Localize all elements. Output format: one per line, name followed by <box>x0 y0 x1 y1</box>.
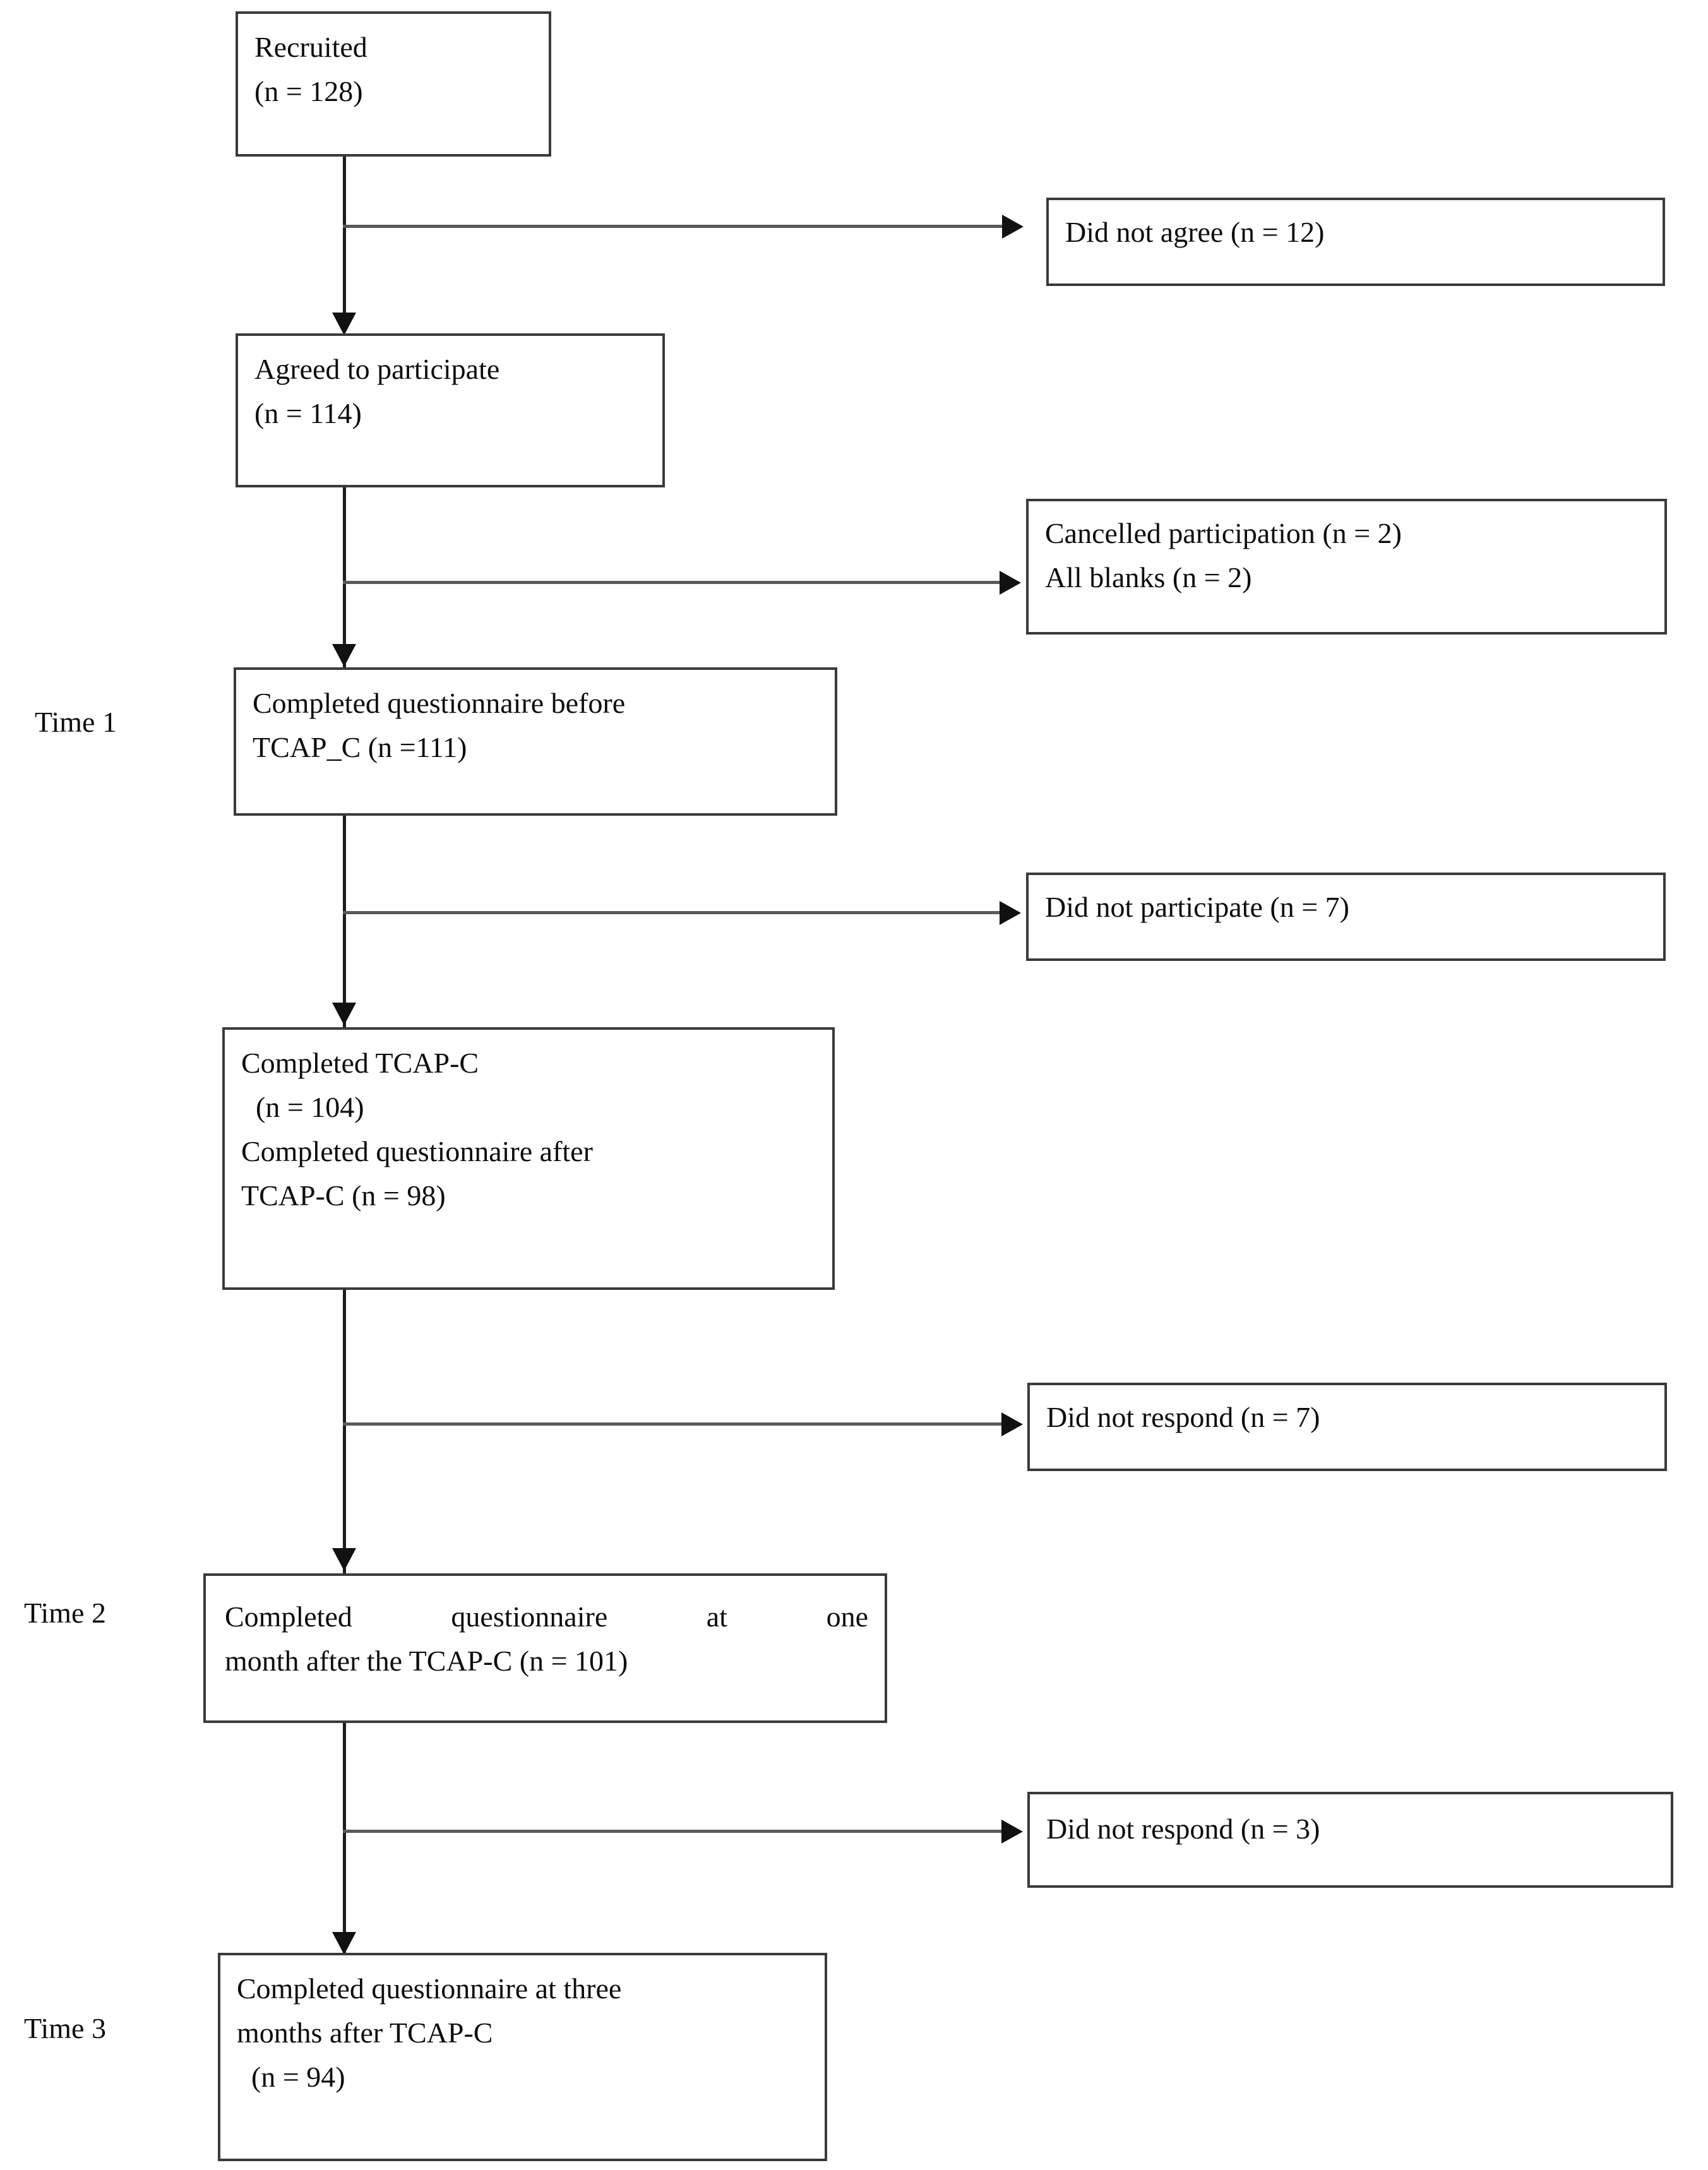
node-agreed-line-1: Agreed to participate <box>254 353 500 385</box>
branch-to-did-not-respond-3 <box>343 1830 1001 1833</box>
node-before-line-1: Completed questionnaire before <box>253 687 626 719</box>
node-three-months-line-1: Completed questionnaire at three <box>237 1972 622 2005</box>
node-cancelled-line-2: All blanks (n = 2) <box>1045 561 1252 593</box>
node-agreed-to-participate: Agreed to participate (n = 114) <box>236 333 665 487</box>
node-did-not-respond-7-line-1: Did not respond (n = 7) <box>1046 1401 1320 1433</box>
connector-completed-before-to-tcapc <box>343 814 346 1030</box>
node-did-not-respond-7: Did not respond (n = 7) <box>1027 1383 1667 1471</box>
node-completed-three-months: Completed questionnaire at three months … <box>218 1953 827 2161</box>
node-recruited-line-2: (n = 128) <box>254 75 363 107</box>
stage-label-time-1: Time 1 <box>35 706 117 738</box>
connector-one-month-to-three-months <box>343 1720 346 1955</box>
node-one-month-line-2: month after the TCAP-C (n = 101) <box>225 1644 628 1677</box>
node-did-not-agree-line-1: Did not agree (n = 12) <box>1065 216 1325 248</box>
branch-to-cancelled-blanks <box>343 581 1000 584</box>
arrowhead-into-did-not-agree <box>1002 215 1024 239</box>
node-tcapc-line-2: (n = 104) <box>241 1090 364 1123</box>
arrowhead-into-three-months <box>332 1932 356 1955</box>
arrowhead-into-completed-tcapc <box>332 1003 356 1025</box>
connector-recruited-to-agreed <box>343 156 346 317</box>
node-cancelled-line-1: Cancelled participation (n = 2) <box>1045 517 1402 549</box>
node-did-not-respond-3-line-1: Did not respond (n = 3) <box>1046 1813 1320 1845</box>
node-cancelled-blanks: Cancelled participation (n = 2) All blan… <box>1026 499 1667 635</box>
branch-to-did-not-respond-7 <box>343 1422 1001 1426</box>
connector-agreed-to-completed-before <box>343 486 346 671</box>
node-completed-tcapc: Completed TCAP-C (n = 104) Completed que… <box>222 1027 835 1290</box>
node-did-not-respond-3: Did not respond (n = 3) <box>1027 1792 1673 1888</box>
arrowhead-into-did-not-participate <box>1000 901 1021 925</box>
node-three-months-line-3: (n = 94) <box>237 2060 345 2093</box>
node-did-not-participate-line-1: Did not participate (n = 7) <box>1045 891 1349 923</box>
node-tcapc-line-3: Completed questionnaire after <box>241 1135 593 1167</box>
branch-to-did-not-agree <box>343 225 1002 228</box>
node-did-not-participate: Did not participate (n = 7) <box>1026 873 1666 961</box>
connector-tcapc-to-one-month <box>343 1288 346 1577</box>
node-one-month-line-1: Completed questionnaire at one <box>225 1601 868 1633</box>
stage-label-time-2: Time 2 <box>24 1597 106 1629</box>
node-three-months-line-2: months after TCAP-C <box>237 2016 493 2049</box>
node-completed-questionnaire-before: Completed questionnaire before TCAP_C (n… <box>234 667 837 816</box>
arrowhead-into-one-month <box>332 1548 356 1571</box>
stage-label-time-3: Time 3 <box>24 2012 106 2044</box>
arrowhead-into-did-not-respond-3 <box>1001 1820 1023 1844</box>
arrowhead-into-agreed <box>332 313 356 335</box>
node-tcapc-line-4: TCAP-C (n = 98) <box>241 1179 446 1212</box>
arrowhead-into-cancelled-blanks <box>1000 571 1021 595</box>
node-recruited-line-1: Recruited <box>254 31 367 63</box>
arrowhead-into-completed-before <box>332 644 356 667</box>
node-agreed-line-2: (n = 114) <box>254 396 362 429</box>
node-completed-one-month: Completed questionnaire at one month aft… <box>203 1573 887 1723</box>
node-recruited: Recruited (n = 128) <box>236 11 551 157</box>
node-tcapc-line-1: Completed TCAP-C <box>241 1047 479 1079</box>
node-did-not-agree: Did not agree (n = 12) <box>1046 198 1665 286</box>
node-before-line-2: TCAP_C (n =111) <box>253 730 467 763</box>
arrowhead-into-did-not-respond-7 <box>1001 1412 1023 1436</box>
branch-to-did-not-participate <box>343 911 1000 914</box>
